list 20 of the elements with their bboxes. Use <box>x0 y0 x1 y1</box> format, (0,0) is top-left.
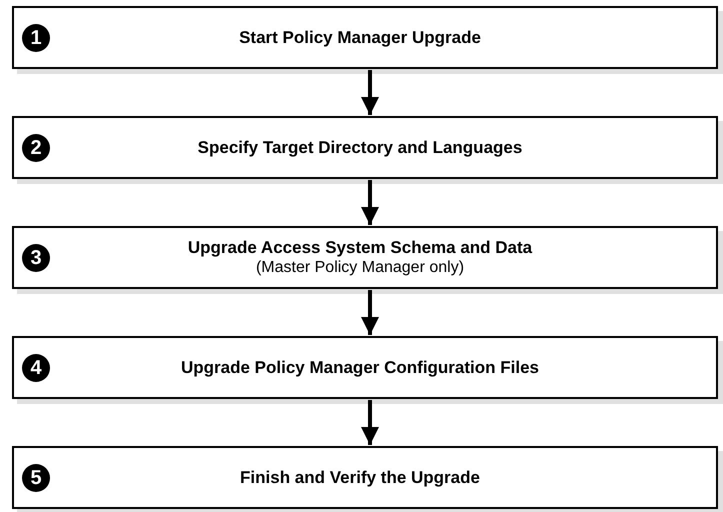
step-title: Start Policy Manager Upgrade <box>239 28 481 48</box>
arrow <box>361 290 379 335</box>
process-box <box>12 336 718 399</box>
step-number: 3 <box>22 244 50 272</box>
arrow <box>361 400 379 445</box>
step-title: Upgrade Access System Schema and Data <box>188 238 532 258</box>
step-note: (Master Policy Manager only) <box>256 258 464 277</box>
arrow <box>361 70 379 115</box>
process-box <box>12 226 718 289</box>
process-box <box>12 6 718 69</box>
step-number: 5 <box>22 464 50 492</box>
step-title: Upgrade Policy Manager Configuration Files <box>181 358 539 378</box>
process-box <box>12 446 718 509</box>
arrow <box>361 180 379 225</box>
step-title: Specify Target Directory and Languages <box>198 138 522 158</box>
step-number: 1 <box>22 24 50 52</box>
step-title: Finish and Verify the Upgrade <box>240 468 480 488</box>
step-number: 4 <box>22 354 50 382</box>
step-number: 2 <box>22 134 50 162</box>
process-box <box>12 116 718 179</box>
